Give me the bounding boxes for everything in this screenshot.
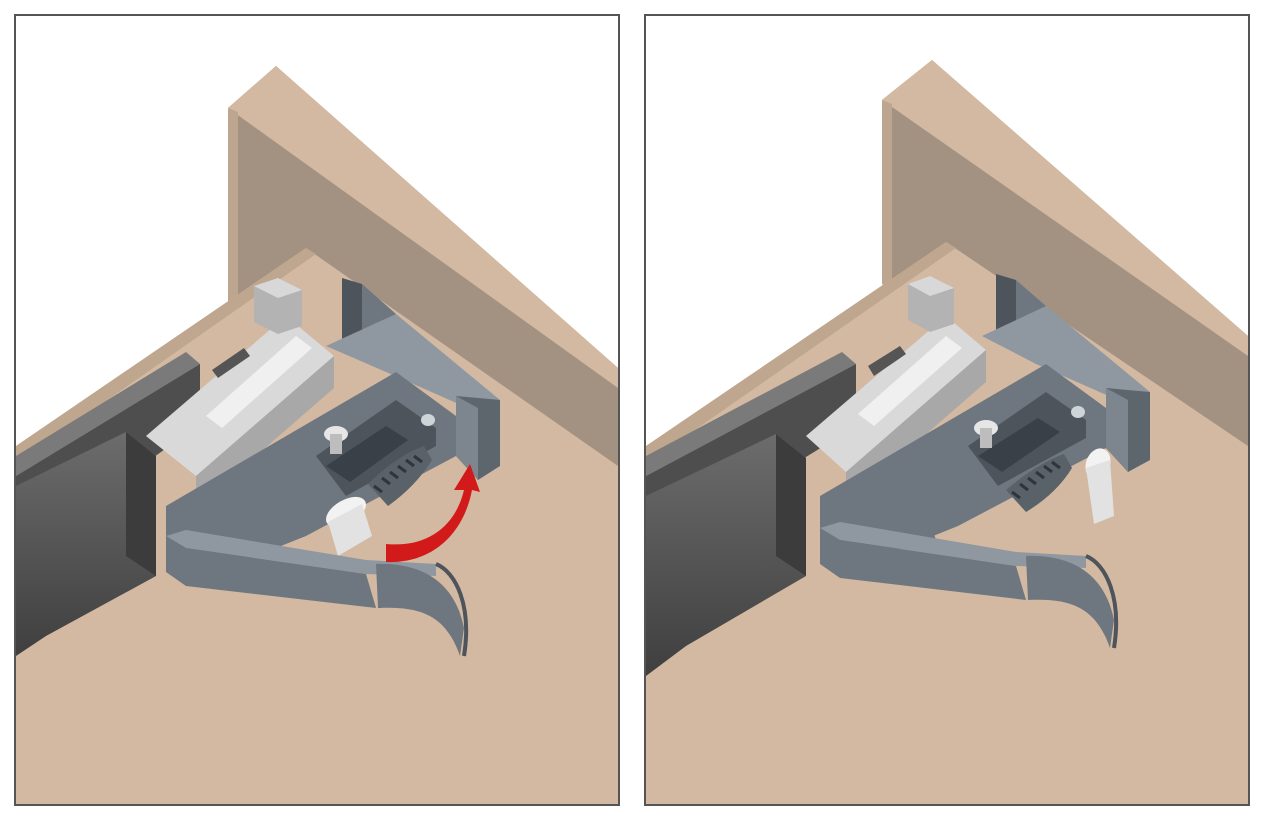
slide-tab-top	[254, 278, 302, 298]
slide-dark-notch	[868, 346, 906, 376]
clip-housing-right-face	[456, 396, 478, 480]
screw-shaft	[330, 434, 342, 454]
screw-shaft	[980, 428, 992, 448]
clip-loop	[908, 452, 968, 540]
lever-hook-edge	[435, 562, 469, 657]
lever-arm-side	[166, 536, 376, 608]
drawer-clip-before-illustration	[16, 66, 618, 804]
lever-hook	[376, 563, 464, 656]
runner-profile-face	[126, 432, 156, 576]
clip-housing-top	[326, 314, 500, 416]
lever-arm-top	[820, 522, 1086, 568]
clip-housing-top	[982, 306, 1150, 408]
lever-arm-top	[166, 530, 436, 576]
cam-wheel-ridges	[373, 454, 423, 494]
back-panel-top	[882, 60, 1248, 356]
lever-hook	[1026, 555, 1114, 648]
runner-profile-front	[16, 432, 156, 656]
pivot-screw	[421, 414, 435, 426]
clip-housing-back	[996, 274, 1016, 338]
lever-arm-side	[820, 528, 1026, 600]
drawer-bottom-edge-shadow	[646, 242, 956, 464]
back-panel-front	[882, 100, 892, 290]
runner-rail-top	[16, 352, 200, 476]
clip-loop	[260, 456, 322, 542]
release-lever-body	[1086, 460, 1114, 524]
release-lever-body	[328, 504, 372, 556]
cam-wheel	[368, 446, 432, 506]
runner-rail-top	[646, 352, 856, 476]
slide-tab-top	[908, 276, 954, 296]
cam-wheel-ridges	[1011, 460, 1061, 500]
runner-profile-front	[646, 434, 806, 676]
cam-wheel	[1006, 454, 1072, 512]
drawer-clip-after-illustration	[646, 60, 1248, 804]
panel-before	[14, 14, 620, 806]
clip-housing-right-face	[1106, 388, 1128, 472]
clip-housing-slot	[326, 426, 408, 482]
drawer-bottom-edge-shadow	[16, 248, 316, 464]
clip-housing-slot	[978, 418, 1060, 472]
slide-dark-notch	[212, 348, 250, 378]
back-panel-top	[228, 66, 618, 388]
panel-after	[644, 14, 1250, 806]
runner-profile-face	[776, 434, 806, 576]
clip-housing-back	[342, 278, 362, 346]
pivot-screw	[1071, 406, 1085, 418]
slide-groove	[858, 336, 962, 426]
rotation-arrow	[386, 464, 480, 563]
back-panel-front	[228, 108, 238, 312]
lever-hook-edge	[1085, 554, 1119, 649]
slide-groove	[206, 336, 312, 428]
